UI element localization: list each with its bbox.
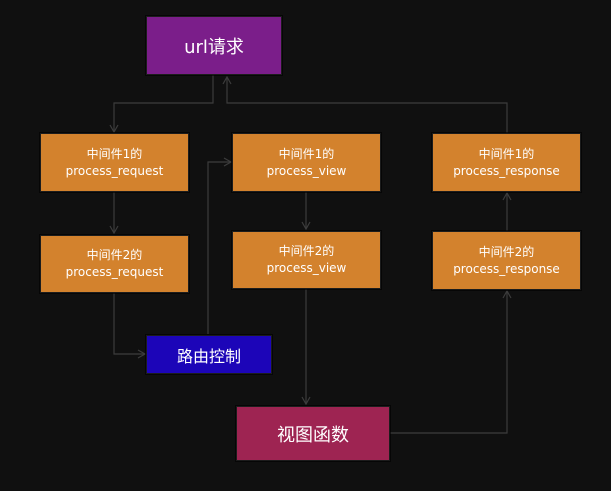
process-view-1-title: 中间件1的 [278, 146, 335, 161]
process-response-2-title: 中间件2的 [478, 244, 535, 259]
process-request-1-title: 中间件1的 [86, 146, 143, 161]
view-function-node: 视图函数 [236, 406, 390, 461]
process-request-1-method: process_request [65, 163, 164, 178]
process-request-2-node: 中间件2的 process_request [40, 235, 189, 293]
router-label: 路由控制 [176, 346, 241, 366]
process-view-1-method: process_view [266, 163, 347, 178]
process-response-1-node: 中间件1的 process_response [432, 133, 581, 192]
process-response-1-method: process_response [453, 163, 560, 178]
view-function-label: 视图函数 [277, 424, 349, 446]
process-view-1-node: 中间件1的 process_view [232, 133, 381, 192]
process-response-1-title: 中间件1的 [478, 146, 535, 161]
process-request-2-method: process_request [65, 265, 164, 279]
url-request-node: url请求 [146, 16, 282, 75]
process-request-1-node: 中间件1的 process_request [40, 133, 189, 192]
edge-url-to-req1 [109, 75, 214, 134]
process-response-2-node: 中间件2的 process_response [432, 231, 581, 290]
url-request-label: url请求 [184, 36, 244, 58]
edge-resp1-to-url [222, 75, 508, 133]
router-node: 路由控制 [146, 335, 272, 374]
edge-viewfunc-to-resp2 [390, 289, 512, 434]
process-response-2-method: process_response [453, 261, 560, 276]
process-view-2-title: 中间件2的 [278, 244, 335, 258]
edge-req2-to-router [113, 293, 147, 359]
process-view-2-node: 中间件2的 process_view [232, 231, 381, 289]
process-request-2-title: 中间件2的 [86, 248, 143, 262]
process-view-2-method: process_view [266, 261, 347, 275]
edge-router-to-view1 [207, 157, 233, 334]
